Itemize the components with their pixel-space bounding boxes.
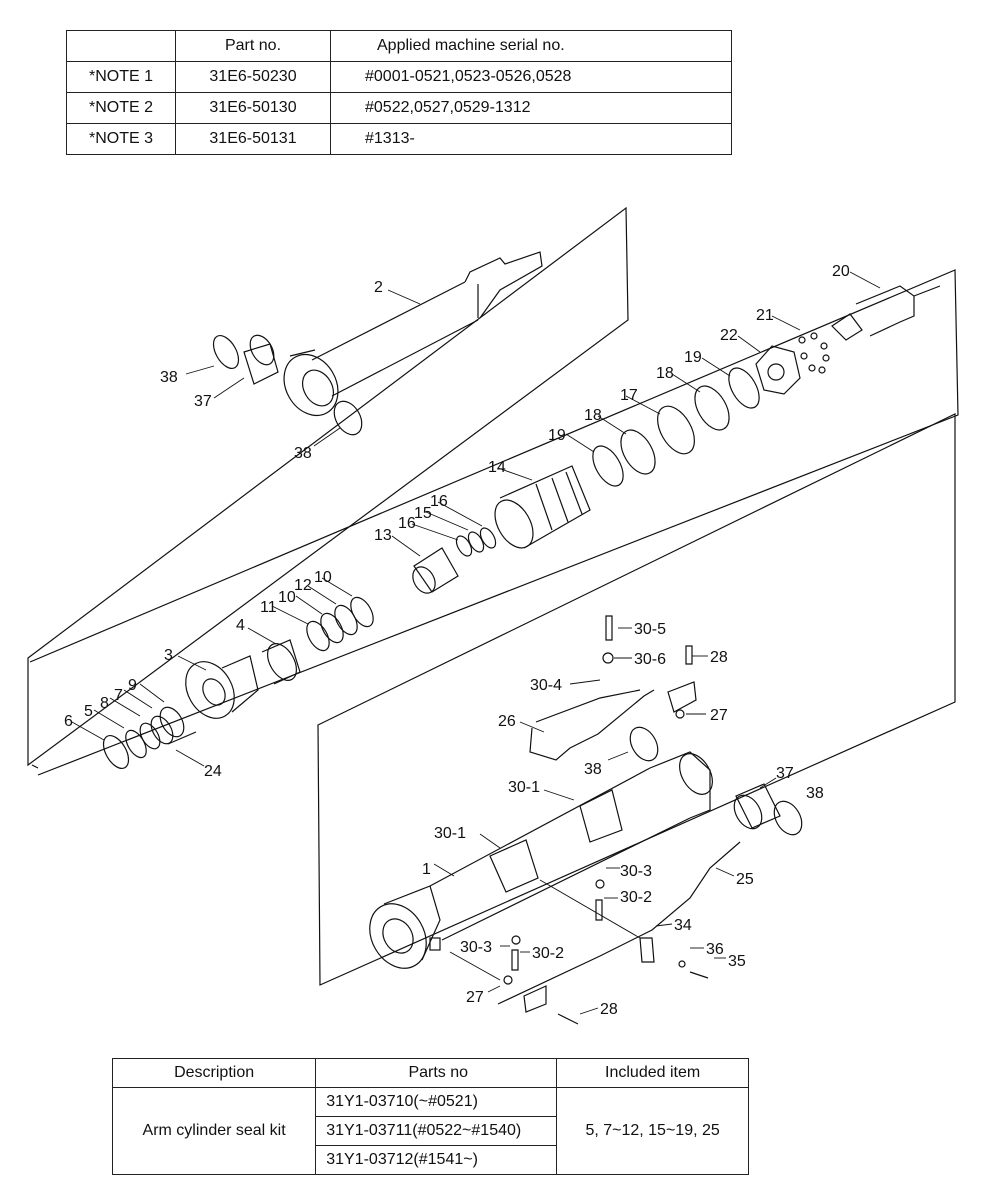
callout: 28	[710, 649, 728, 666]
table-row: *NOTE 1 31E6-50230 #0001-0521,0523-0526,…	[66, 61, 732, 93]
callout: 36	[706, 941, 724, 958]
leader-lines	[71, 271, 881, 1015]
middle-panel	[29, 269, 959, 776]
seal-kit-table: Description Parts no Included item Arm c…	[111, 1058, 749, 1175]
cushion-part	[412, 527, 497, 594]
callout: 19	[684, 349, 702, 366]
bushing-part	[212, 334, 363, 436]
callout: 27	[710, 707, 728, 724]
serial-cell: #0522,0527,0529-1312	[330, 92, 732, 124]
callout-labels: 1 2 3 4 5 6 7 8 9 10 10 11 12 13 14 15 1…	[64, 263, 850, 1018]
callout: 30-2	[532, 945, 564, 962]
callout: 30-6	[634, 651, 666, 668]
table-row: Arm cylinder seal kit 31Y1-03710(~#0521)…	[111, 1087, 749, 1175]
callout: 21	[756, 307, 774, 324]
callout: 13	[374, 527, 392, 544]
note-cell: *NOTE 3	[66, 123, 176, 155]
exploded-diagram: 1 2 3 4 5 6 7 8 9 10 10 11 12 13 14 15 1…	[27, 206, 959, 1025]
callout: 37	[194, 393, 212, 410]
callout: 18	[656, 365, 674, 382]
callout: 16	[398, 515, 416, 532]
callout: 16	[430, 493, 448, 510]
serial-cell: #0001-0521,0523-0526,0528	[330, 61, 732, 93]
gland-part	[102, 639, 301, 769]
kit-part-no: 31Y1-03712(#1541~)	[315, 1145, 558, 1175]
callout: 34	[674, 917, 692, 934]
rod-panel	[27, 206, 629, 767]
callout: 22	[720, 327, 738, 344]
callout: 37	[776, 765, 794, 782]
callout: 1	[422, 861, 431, 878]
nut-part	[755, 285, 941, 395]
hoses	[497, 681, 741, 1013]
callout: 30-5	[634, 621, 666, 638]
note-cell: *NOTE 2	[66, 92, 176, 124]
callout: 5	[84, 703, 93, 720]
ring-set	[306, 596, 374, 652]
table-row: 31Y1-03712(#1541~)	[113, 1145, 749, 1175]
callout: 20	[832, 263, 850, 280]
table-row: *NOTE 3 31E6-50131 #1313-	[66, 123, 732, 155]
serial-cell: #1313-	[330, 123, 732, 155]
callout: 25	[736, 871, 754, 888]
kit-part-no: 31Y1-03710(~#0521)	[315, 1087, 558, 1117]
callout: 10	[314, 569, 332, 586]
table-row: *NOTE 2 31E6-50130 #0522,0527,0529-1312	[66, 92, 732, 124]
unused-2	[32, 270, 955, 775]
header-description: Description	[111, 1058, 317, 1088]
callout: 11	[260, 599, 277, 616]
part-no-cell: 31E6-50131	[175, 123, 331, 155]
callout: 30-3	[620, 863, 652, 880]
callout: 18	[584, 407, 602, 424]
callout: 28	[600, 1001, 618, 1018]
callout: 30-3	[460, 939, 492, 956]
panel-edge	[31, 764, 39, 769]
bolts	[503, 615, 709, 1025]
bushing-bottom	[629, 726, 803, 836]
callout: 7	[114, 687, 123, 704]
callout: 14	[488, 459, 506, 476]
callout: 30-1	[434, 825, 466, 842]
callout: 6	[64, 713, 73, 730]
callout: 30-4	[530, 677, 562, 694]
callout: 17	[620, 387, 638, 404]
callout: 27	[466, 989, 484, 1006]
kit-table-header: Description Parts no Included item	[111, 1058, 749, 1088]
piston-part	[494, 465, 591, 549]
callout: 19	[548, 427, 566, 444]
kit-description: Arm cylinder seal kit	[111, 1087, 317, 1175]
kit-part-no: 31Y1-03711(#0522~#1540)	[315, 1116, 558, 1146]
callout: 8	[100, 695, 109, 712]
callout: 10	[278, 589, 296, 606]
callout: 15	[414, 505, 432, 522]
callout: 30-1	[508, 779, 540, 796]
serial-table: Part no. Applied machine serial no. *NOT…	[66, 30, 732, 155]
callout: 38	[584, 761, 602, 778]
kit-included: 5, 7~12, 15~19, 25	[556, 1087, 749, 1175]
note-cell: *NOTE 1	[66, 61, 176, 93]
callout: 9	[128, 677, 137, 694]
piston-rings	[592, 367, 760, 487]
cylinder-panel	[317, 413, 956, 986]
header-parts-no: Parts no	[315, 1058, 558, 1088]
callout: 38	[806, 785, 824, 802]
callout: 38	[294, 445, 312, 462]
callout: 4	[236, 617, 245, 634]
callout: 35	[728, 953, 746, 970]
callout: 38	[160, 369, 178, 386]
callout: 26	[498, 713, 516, 730]
callout: 3	[164, 647, 173, 664]
callout: 24	[204, 763, 222, 780]
callout: 12	[294, 577, 312, 594]
cylinder-tube	[369, 751, 713, 969]
callout: 2	[374, 279, 383, 296]
header-included: Included item	[556, 1058, 749, 1088]
callout: 30-2	[620, 889, 652, 906]
rod-part	[283, 251, 543, 417]
